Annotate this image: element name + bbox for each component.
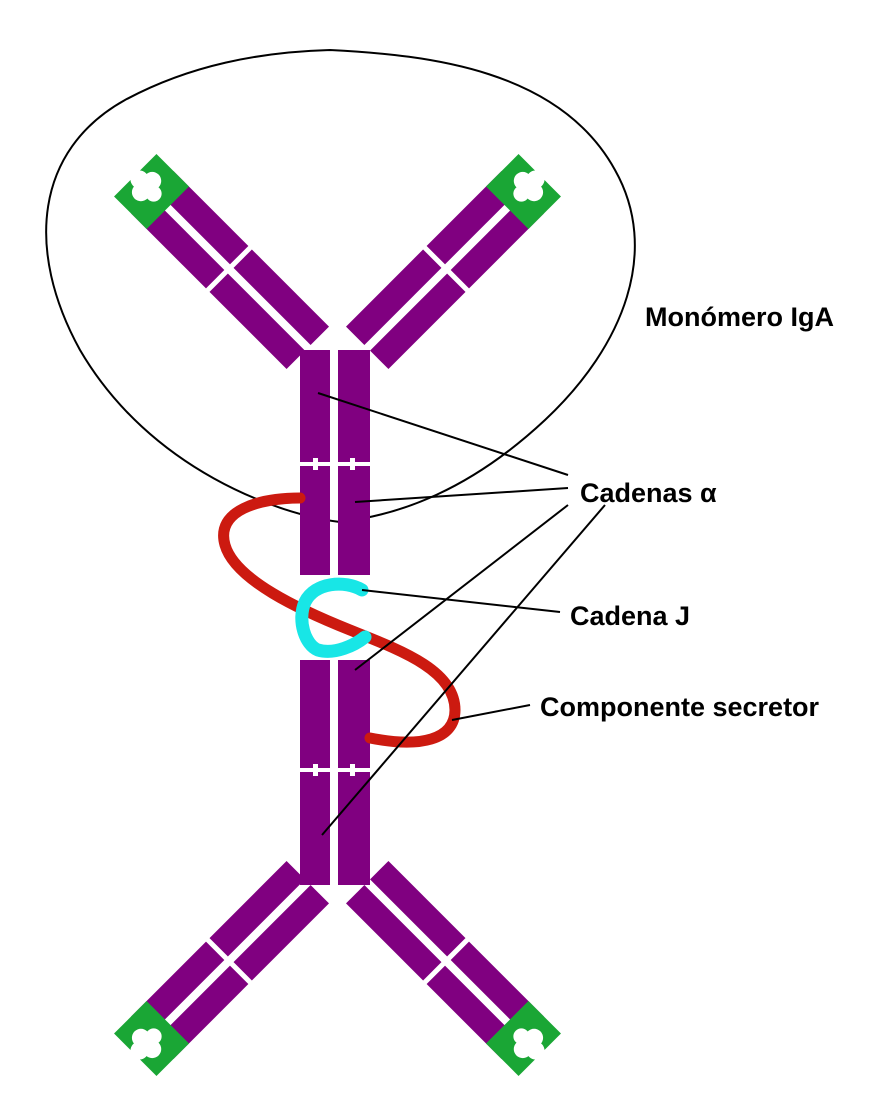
antigen-binding-site-shape bbox=[513, 170, 545, 202]
stem-gaps bbox=[296, 458, 374, 776]
upper-right-arm bbox=[346, 154, 561, 369]
alpha-chain-leader-3 bbox=[354, 504, 569, 671]
segment-gap bbox=[313, 458, 318, 470]
segment-gap bbox=[203, 267, 231, 295]
j-chain bbox=[295, 577, 372, 658]
segment-gap bbox=[296, 768, 374, 772]
segment-gap bbox=[313, 764, 318, 776]
upper-left-arm bbox=[114, 154, 329, 369]
antigen-binding-site-shape bbox=[513, 1028, 545, 1060]
secretory-component-label: Componente secretor bbox=[540, 692, 820, 722]
segment-gap bbox=[227, 243, 255, 271]
alpha-chains-label: Cadenas α bbox=[580, 478, 717, 508]
alpha-chain-leader-4 bbox=[321, 504, 606, 836]
j-chain-label: Cadena J bbox=[570, 601, 690, 631]
lower-right-arm bbox=[346, 861, 561, 1076]
segment-gap bbox=[227, 959, 255, 987]
segment-gap bbox=[420, 959, 448, 987]
monomer-label: Monómero IgA bbox=[645, 302, 834, 332]
segment-gap bbox=[444, 935, 472, 963]
secretory-component-leader bbox=[451, 704, 531, 721]
segment-gap bbox=[420, 243, 448, 271]
segment-gap bbox=[444, 267, 472, 295]
segment-gap bbox=[203, 935, 231, 963]
segment-gap bbox=[296, 462, 374, 466]
alpha-chain-leader-1 bbox=[317, 392, 569, 476]
alpha-chain-leader-2 bbox=[354, 487, 569, 503]
lower-left-arm bbox=[114, 861, 329, 1076]
segment-gap bbox=[350, 764, 355, 776]
leader-lines bbox=[317, 392, 606, 836]
secretory-component bbox=[218, 492, 461, 748]
antigen-binding-site-shape bbox=[130, 170, 162, 202]
antigen-binding-site-shape bbox=[130, 1028, 162, 1060]
j-chain-leader bbox=[361, 589, 561, 613]
segment-gap bbox=[350, 458, 355, 470]
